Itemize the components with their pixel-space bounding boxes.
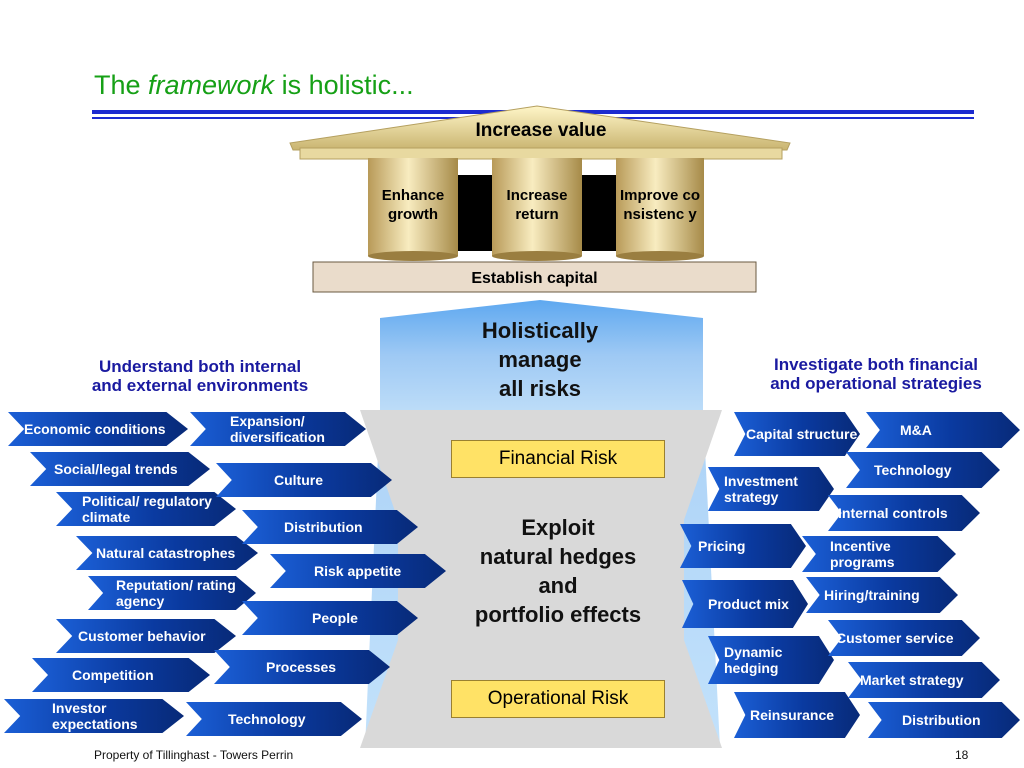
- chevron-reinsurance: Reinsurance: [734, 692, 860, 738]
- chevron-reputation: Reputation/ rating agency: [88, 576, 256, 610]
- temple-roof-label: Increase value: [475, 120, 607, 141]
- temple-base-label: Establish capital: [471, 270, 598, 287]
- chevron-expansion: Expansion/ diversification: [190, 412, 366, 446]
- chevron-customer-service: Customer service: [828, 620, 980, 656]
- page-title: The framework is holistic...: [94, 70, 414, 100]
- chevron-political-regulatory: Political/ regulatory climate: [56, 492, 236, 526]
- pillar-label: Enhance growth: [381, 187, 445, 223]
- operational-risk-box: Operational Risk: [451, 680, 665, 718]
- chevron-processes: Processes: [214, 650, 390, 684]
- chevron-m-and-a: M&A: [866, 412, 1020, 448]
- chevron-incentive-programs: Incentive programs: [802, 536, 956, 572]
- chevron-competition: Competition: [32, 658, 210, 692]
- chevron-culture: Culture: [216, 463, 392, 497]
- chevron-capital-structure: Capital structure: [734, 412, 860, 456]
- page-number: 18: [955, 748, 969, 762]
- chevron-customer-behavior: Customer behavior: [56, 619, 236, 653]
- pillar-label: Increase return: [506, 187, 568, 223]
- chevron-risk-appetite: Risk appetite: [270, 554, 446, 588]
- chevron-investor-expectations: Investor expectations: [4, 699, 184, 733]
- chevron-distribution-right: Distribution: [868, 702, 1020, 738]
- chevron-internal-controls: Internal controls: [828, 495, 980, 531]
- chevron-distribution: Distribution: [242, 510, 418, 544]
- financial-risk-box: Financial Risk: [451, 440, 665, 478]
- chevron-investment-strategy: Investment strategy: [708, 467, 834, 511]
- chevron-technology-right: Technology: [846, 452, 1000, 488]
- chevron-hiring-training: Hiring/training: [806, 577, 958, 613]
- footer-text: Property of Tillinghast - Towers Perrin: [94, 748, 294, 762]
- chevron-dynamic-hedging: Dynamic hedging: [708, 636, 834, 684]
- pillar-label: Improve consistenc y: [619, 187, 701, 223]
- chevron-technology-left: Technology: [186, 702, 362, 736]
- chevron-people: People: [242, 601, 418, 635]
- chevron-economic-conditions: Economic conditions: [8, 412, 188, 446]
- chevron-pricing: Pricing: [680, 524, 806, 568]
- chevron-natural-catastrophes: Natural catastrophes: [76, 536, 258, 570]
- chevron-product-mix: Product mix: [682, 580, 808, 628]
- chevron-social-legal-trends: Social/legal trends: [30, 452, 210, 486]
- chevron-market-strategy: Market strategy: [848, 662, 1000, 698]
